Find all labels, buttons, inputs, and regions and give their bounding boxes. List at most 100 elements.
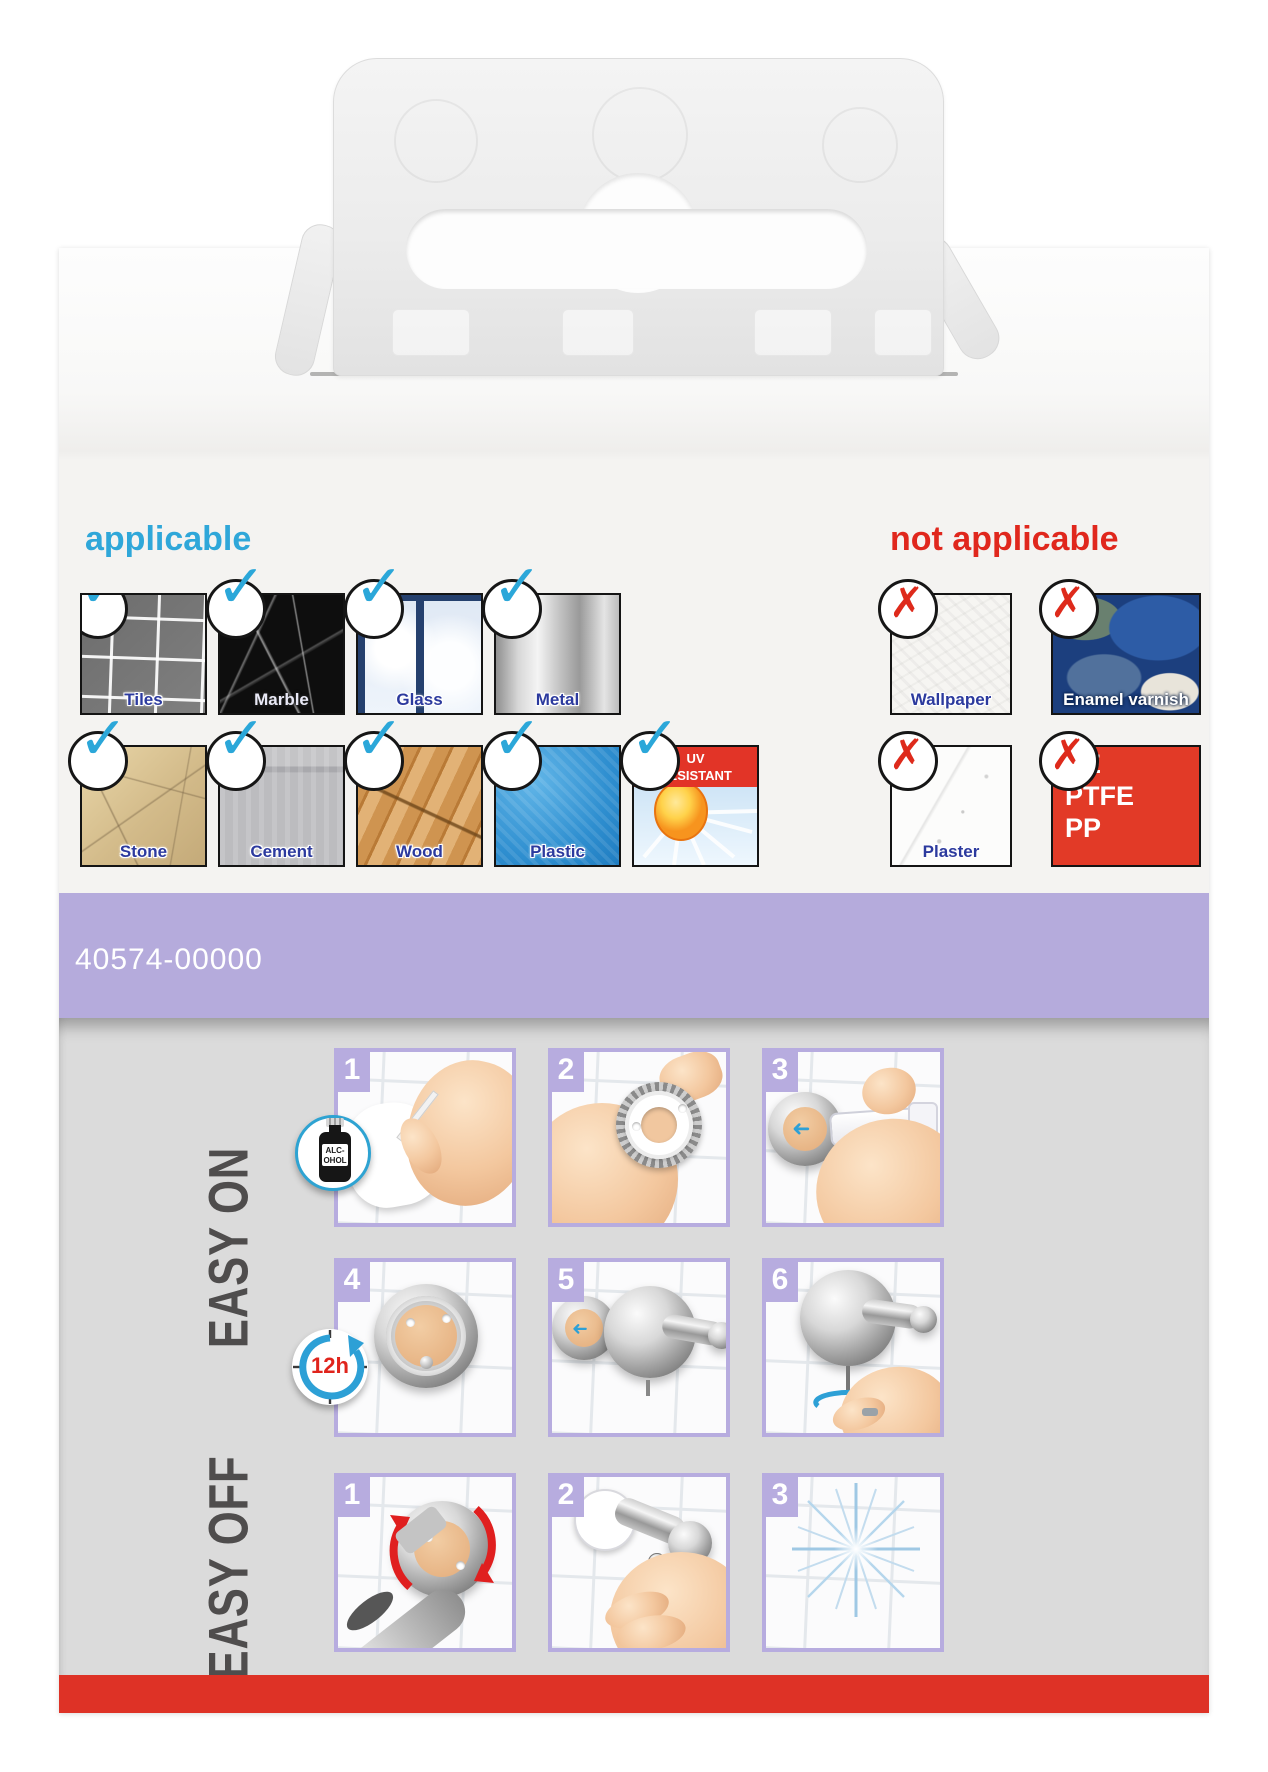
step-number: 3: [762, 1048, 798, 1092]
check-icon: ✓: [206, 552, 266, 639]
step-number: 2: [548, 1473, 584, 1517]
step-number: 6: [762, 1258, 798, 1302]
euro-hanger-tab: [270, 55, 1007, 380]
ring-hole: [641, 1107, 677, 1143]
material-tile-cement: ✓ Cement: [206, 704, 345, 867]
tile-label: Enamel varnish: [1063, 690, 1189, 709]
step-illustration-apply-plate: ➜: [766, 1052, 940, 1223]
checkmark-glyph: ✓: [492, 704, 543, 774]
uv-line1: UV: [686, 751, 705, 766]
emboss-circle: [592, 87, 688, 183]
uv-resistant-tile: ✓ UV RESISTANT: [620, 704, 759, 867]
tile-label: Plaster: [922, 842, 980, 861]
material-tile-tiles: ✓ Tiles: [80, 593, 207, 715]
step-number: 3: [762, 1473, 798, 1517]
checkmark-glyph: ✓: [216, 552, 267, 622]
bottle-neck: [329, 1125, 341, 1133]
package-box: applicable not applicable ✓ Tiles ✓ Marb…: [59, 248, 1209, 1713]
hook-pin: [846, 1366, 850, 1390]
material-tile-enamel-varnish: ✗ Enamel varnish: [1039, 578, 1201, 715]
material-tile-metal: ✓ Metal: [482, 552, 621, 715]
tile-label: Tiles: [124, 690, 163, 709]
cross-icon: ✗: [1039, 578, 1099, 639]
bottle-cap: [326, 1118, 344, 1127]
hook-rod-cap: [708, 1322, 726, 1349]
material-tile-plaster: ✗ Plaster: [878, 730, 1012, 867]
adhesive-pad: [565, 1309, 603, 1347]
tile-label: Marble: [254, 690, 309, 709]
material-tile-stone: ✓ Stone: [68, 704, 207, 867]
step-number: 4: [334, 1258, 370, 1302]
step-number: 1: [334, 1473, 370, 1517]
easy-on-step-5-panel: ➜ 5: [548, 1258, 730, 1437]
screw-head: [420, 1356, 433, 1369]
material-tile-plastic: ✓ Plastic: [482, 704, 621, 867]
easy-off-label: EASY OFF: [196, 1455, 260, 1680]
emboss-circle: [822, 107, 898, 183]
cross-icon: ✗: [878, 730, 938, 791]
material-tile-wallpaper: ✗ Wallpaper: [878, 578, 1012, 715]
checkmark-glyph: ✓: [82, 595, 128, 622]
bottle-label-line: ALC-: [325, 1146, 345, 1155]
easy-on-step-4-panel: 4: [334, 1258, 516, 1437]
easy-on-step-3-panel: ➜ 3: [762, 1048, 944, 1227]
tab-notch: [562, 309, 634, 356]
checkmark-glyph: ✓: [354, 552, 405, 622]
step-illustration-clean-wall-sparkle: [766, 1477, 940, 1648]
euro-slot: [406, 209, 867, 289]
check-icon: ✓: [68, 704, 128, 791]
material-tile-pe-ptfe-pp: ✗ PE PTFE PP: [1039, 730, 1201, 867]
step-number: 5: [548, 1258, 584, 1302]
step-number: 2: [548, 1048, 584, 1092]
checkmark-glyph: ✓: [216, 704, 267, 774]
tab-notch: [754, 309, 832, 356]
material-tile-marble: ✓ Marble: [206, 552, 345, 715]
tile-label: Wallpaper: [910, 690, 992, 709]
step-illustration-peel-ring: [552, 1052, 726, 1223]
easy-on-label: EASY ON: [196, 1146, 260, 1349]
easy-off-step-1-panel: 1: [334, 1473, 516, 1652]
cross-icon: ✗: [878, 578, 938, 639]
cross-icon: ✗: [1039, 730, 1099, 791]
hook-pin: [646, 1380, 650, 1396]
applicable-title: applicable: [85, 520, 252, 558]
tile-label: Wood: [396, 842, 443, 861]
pe-line: PP: [1065, 812, 1102, 843]
rotate-arrows-icon: [389, 1506, 496, 1591]
easy-off-step-2-panel: 2: [548, 1473, 730, 1652]
material-tile-wood: ✓ Wood: [344, 704, 483, 867]
cure-time-text: 12h: [311, 1353, 349, 1378]
instructions-section: EASY ON EASY OFF 1: [59, 1018, 1209, 1679]
cross-glyph: ✗: [889, 578, 925, 627]
checkmark-glyph: ✓: [492, 552, 543, 622]
step-illustration-remove-hook: [552, 1477, 726, 1648]
bottom-red-stripe: [59, 1675, 1209, 1713]
arrow-icon: ➜: [792, 1116, 811, 1141]
cross-glyph: ✗: [889, 730, 925, 779]
pad-hole-dot: [406, 1318, 415, 1327]
sun-icon: [634, 781, 758, 866]
step-number: 1: [334, 1048, 370, 1092]
tile-label: Stone: [119, 842, 168, 861]
adhesive-pad: [783, 1107, 827, 1151]
tile-label: Plastic: [530, 842, 585, 861]
check-icon: ✓: [344, 552, 404, 639]
ring-hole-dot: [632, 1122, 641, 1131]
check-icon: ✓: [482, 704, 542, 791]
pad-hole-dot: [442, 1314, 451, 1323]
check-icon: ✓: [206, 704, 266, 791]
sku-band: 40574-00000: [59, 893, 1209, 1018]
cross-glyph: ✗: [1050, 578, 1086, 627]
bottle-label: ALC- OHOL: [322, 1144, 348, 1166]
tab-notch: [874, 309, 932, 356]
arrow-icon: ➜: [572, 1318, 588, 1340]
not-applicable-title: not applicable: [890, 520, 1119, 558]
bottle-label-line: OHOL: [323, 1156, 347, 1165]
checkmark-glyph: ✓: [630, 704, 681, 774]
check-icon: ✓: [620, 704, 680, 791]
sku-number: 40574-00000: [75, 943, 263, 976]
tile-label: Cement: [250, 842, 313, 861]
check-icon: ✓: [82, 595, 128, 639]
tab-notch: [392, 309, 470, 356]
checkmark-glyph: ✓: [354, 704, 405, 774]
